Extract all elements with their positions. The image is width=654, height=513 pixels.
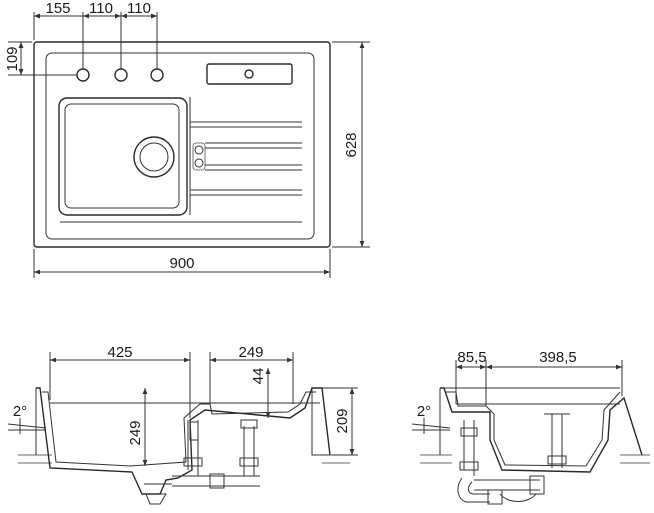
slope-front-group: 2° — [7, 403, 47, 434]
tap-hole-2 — [114, 68, 128, 82]
dim-overall-height: 209 — [334, 408, 351, 433]
top-view: 155 110 110 109 628 900 — [4, 0, 370, 278]
side-sink-inner — [446, 391, 621, 467]
drainer-grooves — [60, 97, 302, 223]
accessory-hole — [244, 69, 254, 79]
front-sink-inner — [42, 391, 316, 467]
overflow-frame — [192, 142, 206, 171]
dim-tap-spacing-1: 110 — [89, 0, 113, 17]
side-sink-outer — [440, 387, 643, 473]
dim-tap-spacing-2: 110 — [127, 0, 151, 17]
sink-outline — [33, 41, 331, 248]
dim-85-group: 85,5 — [455, 349, 487, 406]
dim-slope-front: 2° — [13, 403, 27, 420]
dim-425-group: 425 — [49, 344, 191, 418]
drain-inner — [139, 142, 169, 172]
tap-hole-1 — [76, 68, 90, 82]
dim-bowl-depth: 249 — [127, 420, 144, 445]
dim-209-group: 209 — [322, 387, 358, 456]
depth-dim: 628 — [332, 41, 370, 248]
side-section: 85,5 398,5 2° — [411, 349, 650, 505]
dim-tap-offset: 155 — [45, 0, 70, 17]
dim-depth: 628 — [343, 132, 360, 157]
side-waste-pipe — [457, 413, 570, 505]
front-waste-pipe — [144, 419, 260, 505]
dim-249-horizontal-group: 249 — [209, 344, 294, 404]
main-bowl-inner — [64, 103, 180, 209]
tap-hole-3 — [150, 68, 164, 82]
tap-vertical-dim: 109 — [4, 41, 77, 76]
dim-44-group: 44 — [250, 368, 271, 418]
dim-width: 900 — [169, 255, 194, 272]
dim-bowl-length: 398,5 — [539, 349, 577, 366]
main-bowl-outer — [58, 97, 188, 216]
front-section: 425 249 44 249 209 — [7, 344, 358, 505]
dim-drainer-width: 249 — [238, 344, 263, 361]
accessory-slot — [206, 63, 293, 85]
dim-249-vertical-group: 249 — [127, 388, 148, 466]
dim-main-bowl-width: 425 — [107, 344, 132, 361]
dim-slope-side: 2° — [417, 403, 431, 420]
sink-inner-rim — [45, 52, 315, 240]
dim-drainer-depth: 44 — [250, 368, 267, 385]
overflow-top — [194, 145, 204, 155]
top-horizontal-dims: 155 110 110 — [33, 0, 158, 69]
dim-front-offset: 85,5 — [457, 349, 486, 366]
drain-outer — [133, 136, 175, 178]
dim-398-group: 398,5 — [486, 349, 623, 396]
front-sink-outer — [36, 387, 331, 495]
overflow-bottom — [194, 158, 204, 168]
width-dim: 900 — [33, 249, 331, 278]
slope-side-group: 2° — [411, 403, 451, 434]
dim-tap-from-top: 109 — [4, 46, 21, 71]
